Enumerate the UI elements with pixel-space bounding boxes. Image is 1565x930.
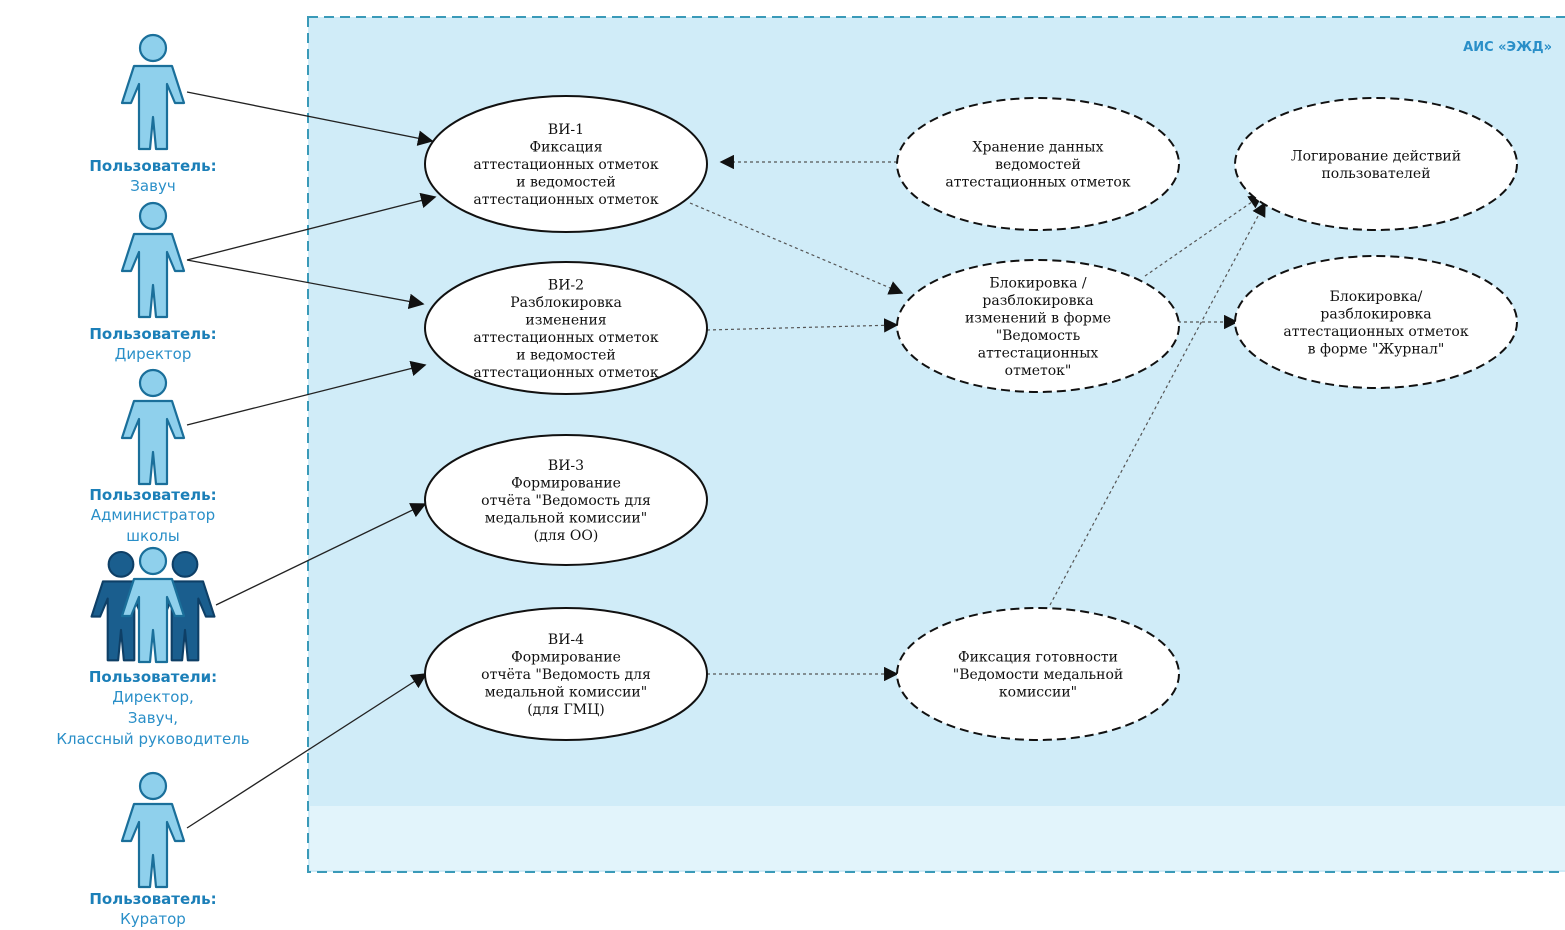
use-case-shape bbox=[896, 97, 1180, 231]
use-case-line: (для ОО) bbox=[534, 528, 599, 544]
actor-title: Пользователь: bbox=[89, 890, 216, 908]
actor-director[interactable]: Пользователь: Директор bbox=[89, 201, 217, 363]
use-case-line: аттестационных отметок bbox=[945, 175, 1130, 191]
use-case-line: ведомостей bbox=[995, 157, 1081, 173]
use-case-shape bbox=[424, 607, 708, 741]
person-group-icon bbox=[90, 546, 216, 664]
actor-admin[interactable]: Пользователь: Администратор школы bbox=[89, 368, 217, 545]
person-icon bbox=[120, 33, 186, 151]
actor-role: Классный руководитель bbox=[56, 730, 249, 748]
actor-role: Куратор bbox=[120, 910, 186, 928]
use-case-line: Фиксация готовности bbox=[958, 650, 1118, 666]
use-case-line: ВИ-3 bbox=[548, 458, 584, 474]
actor-zavuch[interactable]: Пользователь: Завуч bbox=[89, 33, 217, 195]
person-icon bbox=[120, 771, 186, 889]
use-case-line: аттестационных отметок bbox=[1283, 324, 1468, 340]
assoc-admin-vi2 bbox=[186, 360, 427, 426]
use-case-line: Логирование действий bbox=[1291, 148, 1461, 164]
actors: Пользователь:ЗавучПользователь:ДиректорП… bbox=[56, 33, 250, 928]
use-case-line: разблокировка bbox=[1320, 306, 1431, 322]
assoc-director-vi2 bbox=[186, 259, 425, 310]
use-case-line: аттестационных отметок bbox=[473, 157, 658, 173]
use-case-line: комиссии" bbox=[999, 685, 1077, 701]
dep-vi2-block bbox=[706, 318, 899, 333]
actor-role: Завуч, bbox=[128, 709, 178, 727]
use-case-line: отчёта "Ведомость для bbox=[481, 667, 651, 683]
person-icon bbox=[120, 368, 186, 486]
use-case-line: Фиксация bbox=[529, 140, 602, 156]
use-case-shape bbox=[424, 95, 708, 233]
actor-role: школы bbox=[126, 527, 179, 545]
dep-vi1-block bbox=[689, 202, 904, 295]
assoc-curator-vi4 bbox=[186, 673, 428, 829]
use-case-line: (для ГМЦ) bbox=[527, 702, 605, 718]
use-case-journal[interactable]: Блокировка/разблокировка аттестационных о… bbox=[1234, 255, 1518, 389]
use-case-log[interactable]: Логирование действий пользователей bbox=[1234, 97, 1518, 231]
use-case-line: Блокировка / bbox=[989, 275, 1087, 291]
use-case-shape bbox=[424, 261, 708, 395]
use-case-shape bbox=[424, 434, 708, 566]
actor-group[interactable]: Пользователи: Директор, Завуч, Классный рук… bbox=[56, 546, 250, 748]
assoc-director-vi1 bbox=[186, 192, 437, 261]
use-case-line: Хранение данных bbox=[973, 140, 1104, 156]
actor-role: Директор, bbox=[112, 688, 193, 706]
actor-role: Завуч bbox=[130, 177, 175, 195]
use-case-shape bbox=[1234, 255, 1518, 389]
use-case-shape bbox=[1234, 97, 1518, 231]
use-case-line: Блокировка/ bbox=[1330, 289, 1423, 305]
use-case-line: "Ведомости медальной bbox=[953, 667, 1124, 683]
use-case-line: изменений в форме bbox=[965, 310, 1111, 326]
use-case-line: Формирование bbox=[511, 650, 621, 666]
use-case-line: в форме "Журнал" bbox=[1308, 341, 1445, 357]
use-case-line: аттестационных отметок bbox=[473, 330, 658, 346]
use-case-line: "Ведомость bbox=[996, 328, 1081, 344]
actor-curator[interactable]: Пользователь: Куратор bbox=[89, 771, 217, 928]
use-case-shape bbox=[896, 607, 1180, 741]
use-case-line: отметок" bbox=[1005, 363, 1072, 379]
use-case-line: ВИ-2 bbox=[548, 277, 584, 293]
assoc-group-vi3 bbox=[215, 503, 427, 606]
use-case-line: и ведомостей bbox=[516, 175, 616, 191]
dependencies bbox=[689, 154, 1266, 682]
use-case-line: медальной комиссии" bbox=[485, 511, 647, 527]
use-case-line: аттестационных отметок bbox=[473, 192, 658, 208]
use-case-line: изменения bbox=[525, 312, 606, 328]
actor-title: Пользователь: bbox=[89, 157, 216, 175]
use-case-line: пользователей bbox=[1321, 166, 1430, 182]
use-case-line: медальной комиссии" bbox=[485, 685, 647, 701]
actor-title: Пользователь: bbox=[89, 325, 216, 343]
system-label: АИС «ЭЖД» bbox=[1463, 40, 1552, 55]
use-case-line: отчёта "Ведомость для bbox=[481, 493, 651, 509]
use-case-line: и ведомостей bbox=[516, 347, 616, 363]
use-case-line: ВИ-4 bbox=[548, 632, 584, 648]
use-case-line: Разблокировка bbox=[510, 295, 622, 311]
actor-title: Пользователь: bbox=[89, 486, 216, 504]
use-case-line: разблокировка bbox=[982, 293, 1093, 309]
dep-medal-log bbox=[1049, 201, 1266, 606]
use-case-medal[interactable]: Фиксация готовности"Ведомости медальной к… bbox=[896, 607, 1180, 741]
actor-title: Пользователи: bbox=[89, 668, 217, 686]
actor-role: Администратор bbox=[91, 506, 215, 524]
use-case-line: ВИ-1 bbox=[548, 122, 584, 138]
use-case-line: аттестационных bbox=[978, 345, 1099, 361]
person-icon bbox=[120, 201, 186, 319]
use-case-shape bbox=[896, 259, 1180, 393]
use-case-line: аттестационных отметок bbox=[473, 365, 658, 381]
actor-role: Директор bbox=[115, 345, 192, 363]
actor-associations bbox=[186, 91, 437, 829]
use-case-line: Формирование bbox=[511, 476, 621, 492]
assoc-zavuch-vi1 bbox=[186, 91, 434, 146]
